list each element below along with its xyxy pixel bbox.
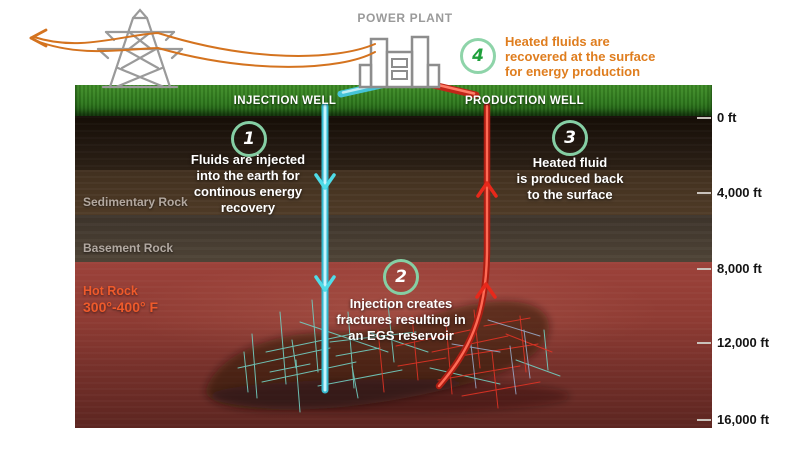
depth-tick [697,341,711,344]
transmission-tower-icon [96,8,184,89]
hot-rock-label: Hot Rock [83,284,138,298]
power-plant-title: POWER PLANT [357,11,453,25]
depth-tick [697,191,711,194]
earth-cross-section [75,85,712,428]
step-4-text: Heated fluids are recovered at the surfa… [505,34,656,79]
electricity-arrow-icon [29,28,48,48]
step-3-text: Heated fluid is produced back to the sur… [516,155,624,202]
sedimentary-rock-layer [75,170,712,215]
basement-rock-label: Basement Rock [83,241,174,255]
step-2-number: 2 [395,267,407,287]
step-4-number: 4 [472,46,484,66]
basement-rock-layer [75,215,712,262]
depth-tick [697,267,711,270]
step-2-badge: 2 [383,259,419,295]
step-1-number: 1 [243,129,255,149]
topsoil-layer [75,116,712,170]
step-1-badge: 1 [231,121,267,157]
step-3-badge: 3 [552,120,588,156]
depth-marker-0ft: 0 ft [697,110,737,125]
depth-marker-16000ft: 16,000 ft [697,412,769,427]
power-lines [33,31,376,68]
depth-marker-4000ft: 4,000 ft [697,185,762,200]
production-well-label: PRODUCTION WELL [464,95,585,107]
step-3-number: 3 [564,128,576,148]
hot-rock-temperature: 300°-400° F [83,299,159,315]
depth-tick [697,418,711,421]
depth-tick [697,116,711,119]
sedimentary-rock-label: Sedimentary Rock [83,195,188,209]
step-4-badge: 4 [460,38,496,74]
depth-marker-8000ft: 8,000 ft [697,261,762,276]
depth-marker-12000ft: 12,000 ft [697,335,769,350]
injection-well-label: INJECTION WELL [233,95,337,107]
power-plant-icon [358,35,441,89]
step-2-text: Injection creates fractures resulting in… [336,296,466,343]
step-1-text: Fluids are injected into the earth for c… [190,152,306,215]
